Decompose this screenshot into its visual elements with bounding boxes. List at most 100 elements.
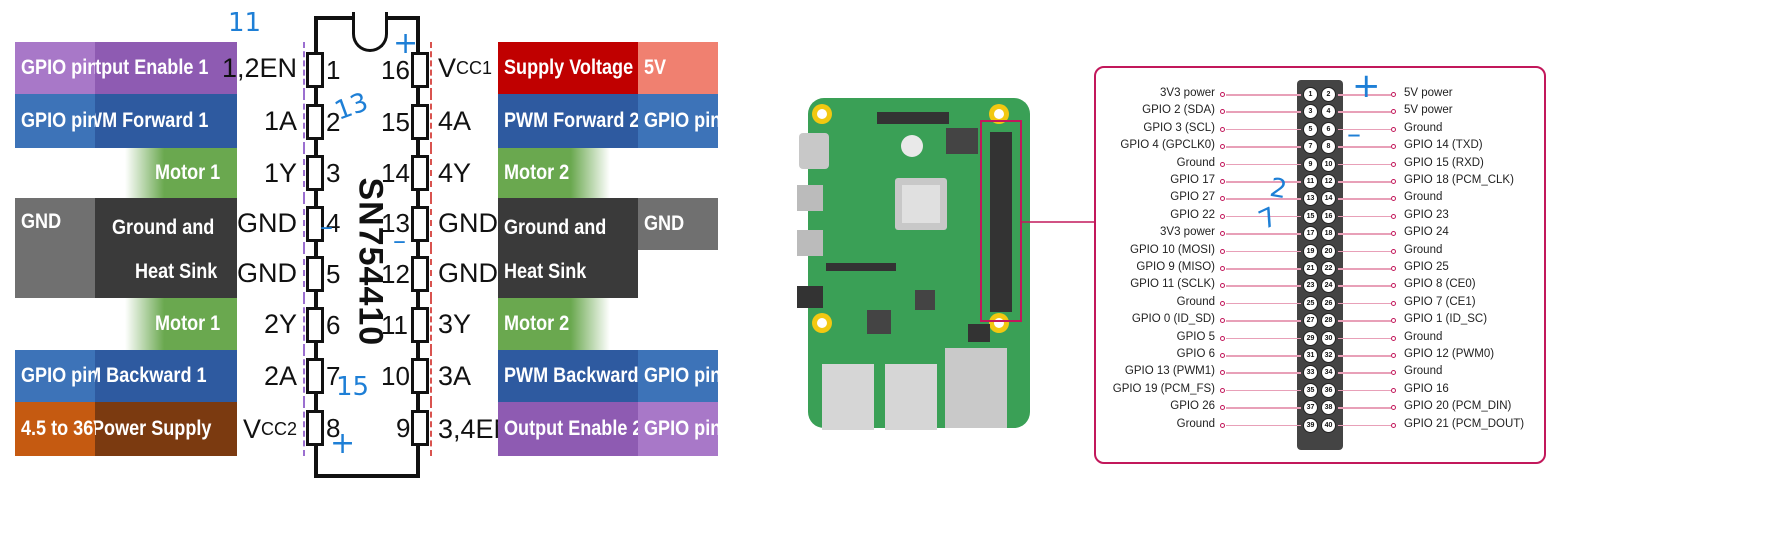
row6-right-fade <box>498 298 610 350</box>
gpio-left-line <box>1226 320 1301 322</box>
gpio-left-label: GPIO 6 <box>1176 348 1215 360</box>
gpio-left-dot <box>1220 179 1225 184</box>
gpio-right-line <box>1338 285 1391 287</box>
gpio-right-line <box>1338 337 1391 340</box>
gpio-right-dot <box>1391 196 1396 202</box>
pin-stub <box>306 52 324 88</box>
row8-left-type: 4.5 to 36V <box>15 402 95 456</box>
gpio-left-line <box>1226 198 1301 200</box>
gpio-pin-odd: 39 <box>1303 417 1318 433</box>
gpio-left-label: GPIO 10 (MOSI) <box>1130 243 1215 256</box>
gpio-right-label: Ground <box>1404 243 1443 256</box>
gpio-right-label: GPIO 21 (PCM_DOUT) <box>1404 417 1525 430</box>
gpio-left-dot <box>1220 248 1225 254</box>
gpio-right-dot <box>1391 266 1396 271</box>
row6-right-signal: 3Y <box>430 298 498 350</box>
gpio-left-dot <box>1220 231 1225 237</box>
gpio-left-dot <box>1220 144 1225 150</box>
gpio-right-dot <box>1391 387 1396 393</box>
gpio-right-dot <box>1391 179 1396 184</box>
gpio-right-line <box>1338 198 1391 200</box>
gpio-right-dot <box>1391 144 1396 150</box>
gpio-right-label: GPIO 24 <box>1404 226 1449 239</box>
gpio-left-label: GPIO 11 (SCLK) <box>1130 278 1215 291</box>
gpio-left-line <box>1226 146 1301 148</box>
gpio-pinout-panel <box>1094 66 1546 464</box>
gpio-right-label: GPIO 18 (PCM_CLK) <box>1404 174 1514 186</box>
gpio-right-dot <box>1391 353 1396 358</box>
ink-annotation-11: 11 <box>228 8 262 38</box>
row4-left-type: GND <box>15 198 95 298</box>
gpio-right-label: GPIO 16 <box>1404 382 1449 395</box>
gpio-left-dot <box>1220 266 1225 271</box>
gpio-pin-odd: 35 <box>1303 382 1318 398</box>
gpio-left-line <box>1226 372 1301 374</box>
gpio-right-line <box>1338 302 1391 305</box>
pin-number: 2 <box>326 107 341 137</box>
gpio-pin-odd: 33 <box>1303 365 1318 381</box>
gpio-pin-even: 22 <box>1321 261 1336 276</box>
gpio-right-label: GPIO 8 (CE0) <box>1404 278 1476 291</box>
gpio-right-line <box>1338 128 1391 131</box>
gpio-pin-odd: 1 <box>1303 87 1318 102</box>
gpio-right-line <box>1338 163 1391 166</box>
row6-left-function: Motor 1 <box>155 312 221 335</box>
gpio-left-label: GPIO 26 <box>1170 400 1215 413</box>
row7-left-type: GPIO pin <box>15 350 95 402</box>
gpio-left-label: GPIO 0 (ID_SD) <box>1131 313 1215 326</box>
gpio-right-label: 5V power <box>1404 104 1453 117</box>
pin-stub <box>306 358 324 394</box>
gpio-pin-even: 18 <box>1321 226 1336 242</box>
gpio-pin-odd: 15 <box>1303 208 1318 224</box>
row2-right-signal: 4A <box>430 94 498 148</box>
row1-right-type: 5V <box>638 42 718 94</box>
pin-stub <box>411 52 429 88</box>
gpio-right-line <box>1338 215 1391 218</box>
gpio-right-line <box>1338 424 1391 427</box>
row3-left-fade <box>125 148 237 198</box>
gpio-left-dot <box>1220 126 1225 132</box>
gpio-pin-odd: 13 <box>1303 191 1318 207</box>
gpio-left-line <box>1226 268 1301 270</box>
row2-left-signal: 1A <box>237 94 305 148</box>
gpio-right-dot <box>1391 248 1396 254</box>
gpio-left-label: Ground <box>1176 417 1215 430</box>
gpio-left-label: GPIO 9 (MISO) <box>1136 261 1215 273</box>
ink-annotation-plus: + <box>1352 66 1381 106</box>
gpio-right-label: Ground <box>1404 191 1443 204</box>
pin-number: 1 <box>326 55 341 85</box>
gpio-right-label: GPIO 14 (TXD) <box>1404 139 1483 152</box>
gpio-left-dot <box>1220 318 1225 324</box>
pin-stub <box>306 104 324 140</box>
gpio-pin-odd: 29 <box>1303 330 1318 346</box>
gpio-right-label: GPIO 23 <box>1404 208 1449 221</box>
gpio-left-line <box>1226 250 1301 253</box>
pin-number: 6 <box>326 310 341 340</box>
gpio-pin-odd: 31 <box>1303 348 1318 363</box>
gpio-left-label: 3V3 power <box>1160 87 1215 99</box>
pin-number: 15 <box>381 107 410 137</box>
ic-notch <box>352 12 388 52</box>
gpio-pin-even: 12 <box>1321 174 1336 189</box>
gpio-right-dot <box>1391 126 1396 132</box>
row5-left-function: Heat Sink <box>135 260 218 283</box>
pin-stub <box>306 307 324 343</box>
gpio-left-label: GPIO 17 <box>1170 174 1215 186</box>
row3-right-fade <box>498 148 610 198</box>
gpio-right-label: GPIO 12 (PWM0) <box>1404 348 1495 360</box>
gpio-right-dot <box>1391 231 1396 237</box>
gpio-right-dot <box>1391 161 1396 167</box>
gpio-left-dot <box>1220 353 1225 358</box>
row7-right-type: GPIO pin <box>638 350 718 402</box>
gpio-left-label: GPIO 5 <box>1176 330 1215 343</box>
gpio-pin-odd: 21 <box>1303 261 1318 276</box>
gpio-left-label: GPIO 2 (SDA) <box>1142 104 1215 117</box>
gpio-left-label: GPIO 3 (SCL) <box>1143 121 1215 134</box>
gpio-pin-even: 30 <box>1321 330 1336 346</box>
gpio-right-line <box>1338 407 1391 409</box>
ink-annotation-dash: – <box>393 226 406 256</box>
gpio-left-line <box>1226 389 1301 392</box>
gpio-pin-even: 36 <box>1321 382 1336 398</box>
gpio-right-line <box>1338 181 1391 183</box>
